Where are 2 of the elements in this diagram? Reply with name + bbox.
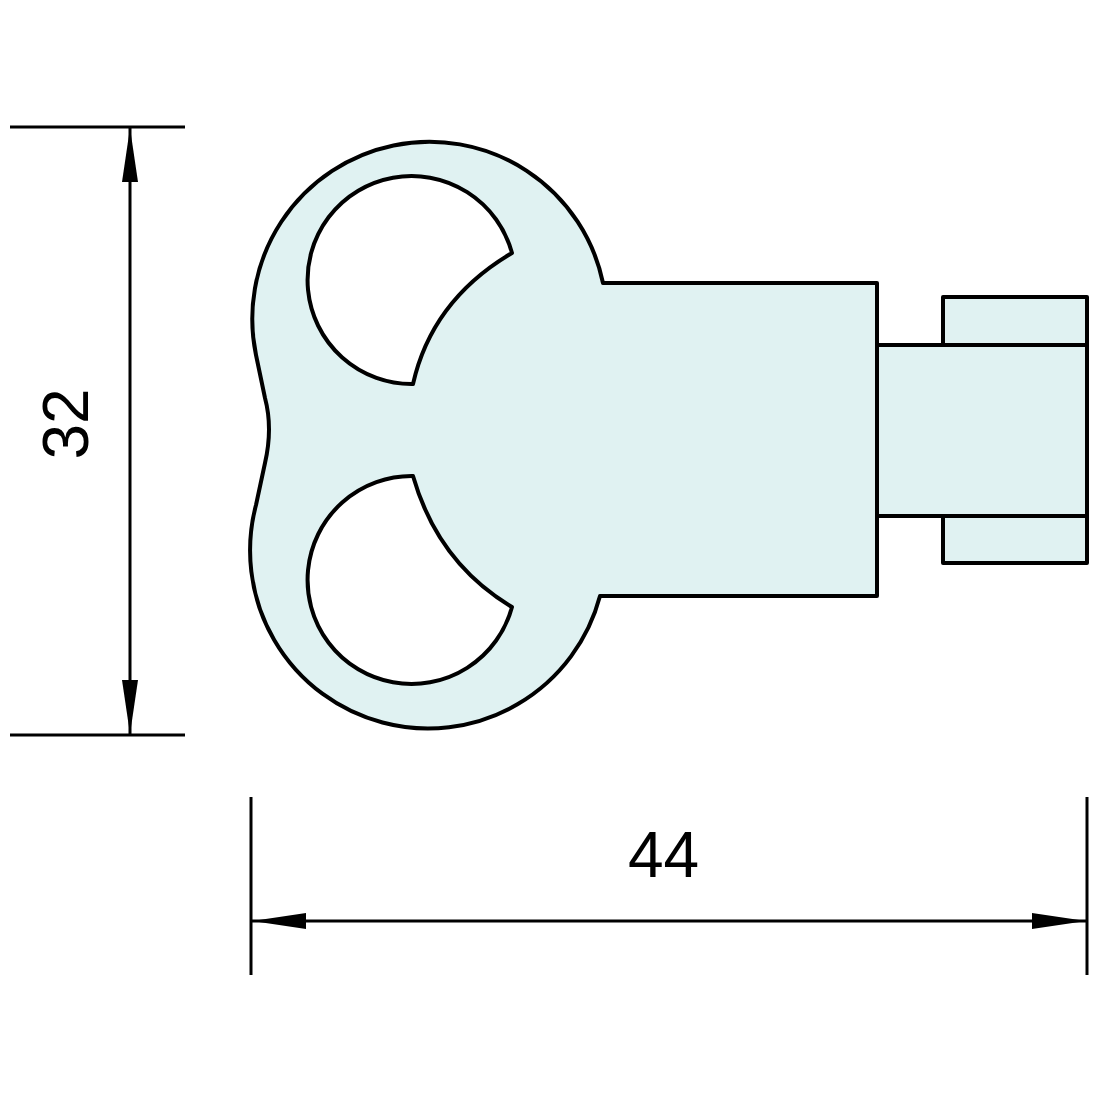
- dimension-label: 32: [33, 388, 98, 460]
- dimension-label: 44: [628, 823, 700, 887]
